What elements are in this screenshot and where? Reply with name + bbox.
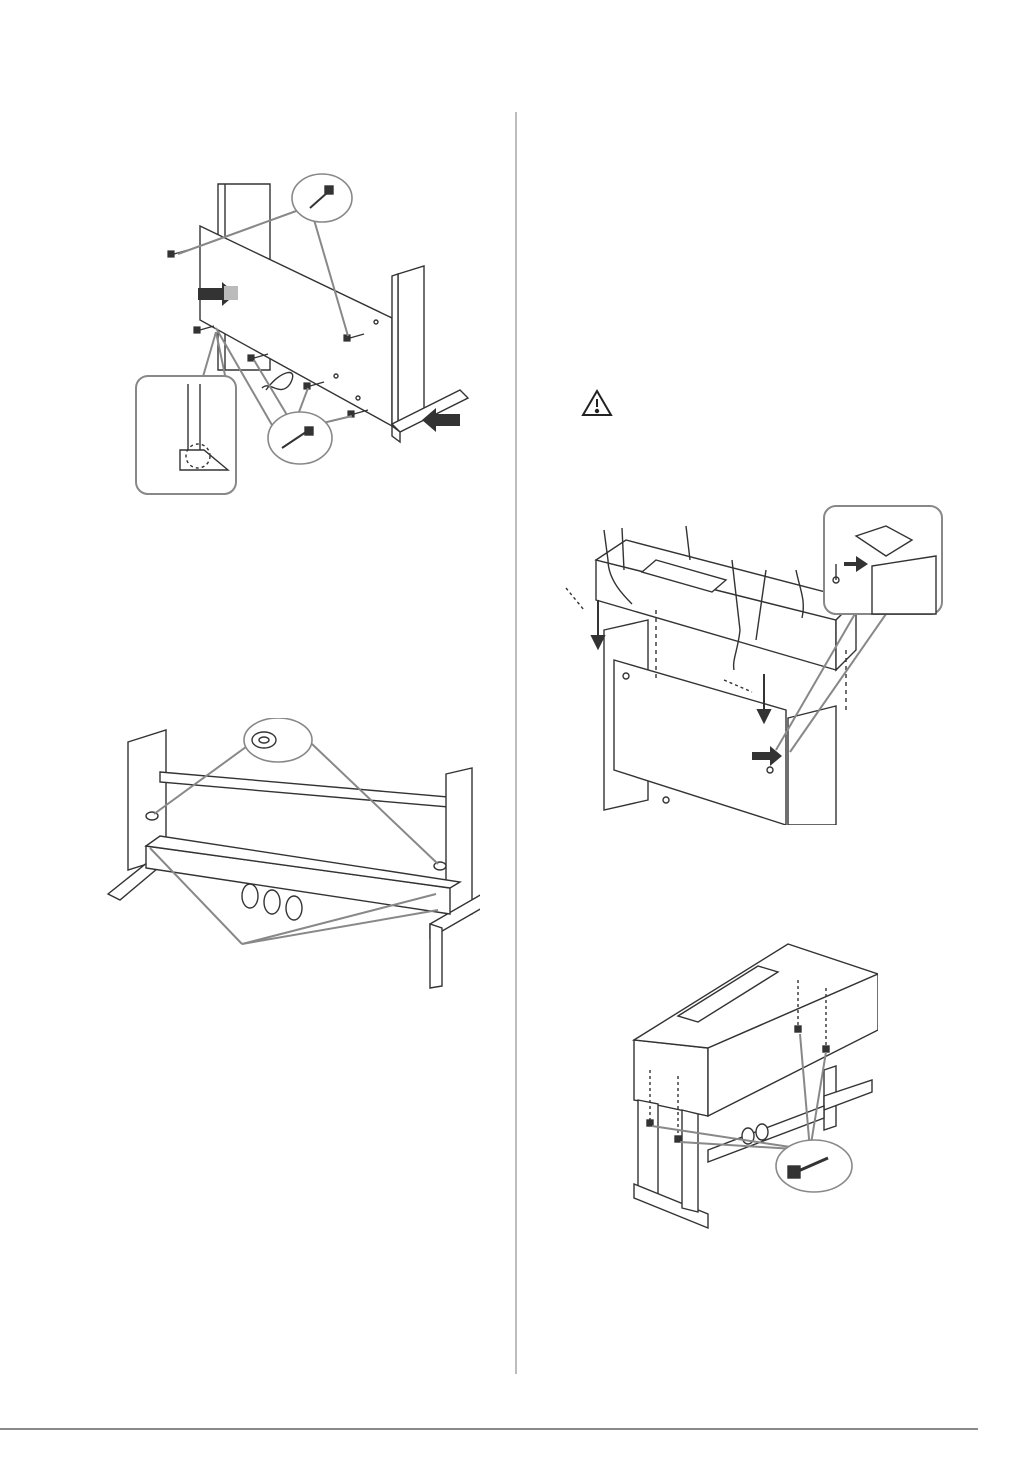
screw-callout-bubble [776, 1140, 852, 1192]
figure-secure-main-unit [628, 940, 878, 1232]
screw-callout-bubble-lower [268, 412, 332, 464]
warning-triangle-icon [580, 388, 614, 418]
footer-rule [0, 1428, 978, 1430]
screw-callout-bubble [292, 174, 352, 222]
figure-lift-main-unit [556, 500, 946, 825]
figure-back-panel [130, 170, 470, 500]
figure-stand-frame [100, 718, 480, 998]
detail-callout [824, 506, 942, 614]
detail-callout [136, 376, 236, 494]
column-divider [515, 112, 517, 1374]
washer-icon [244, 718, 312, 762]
